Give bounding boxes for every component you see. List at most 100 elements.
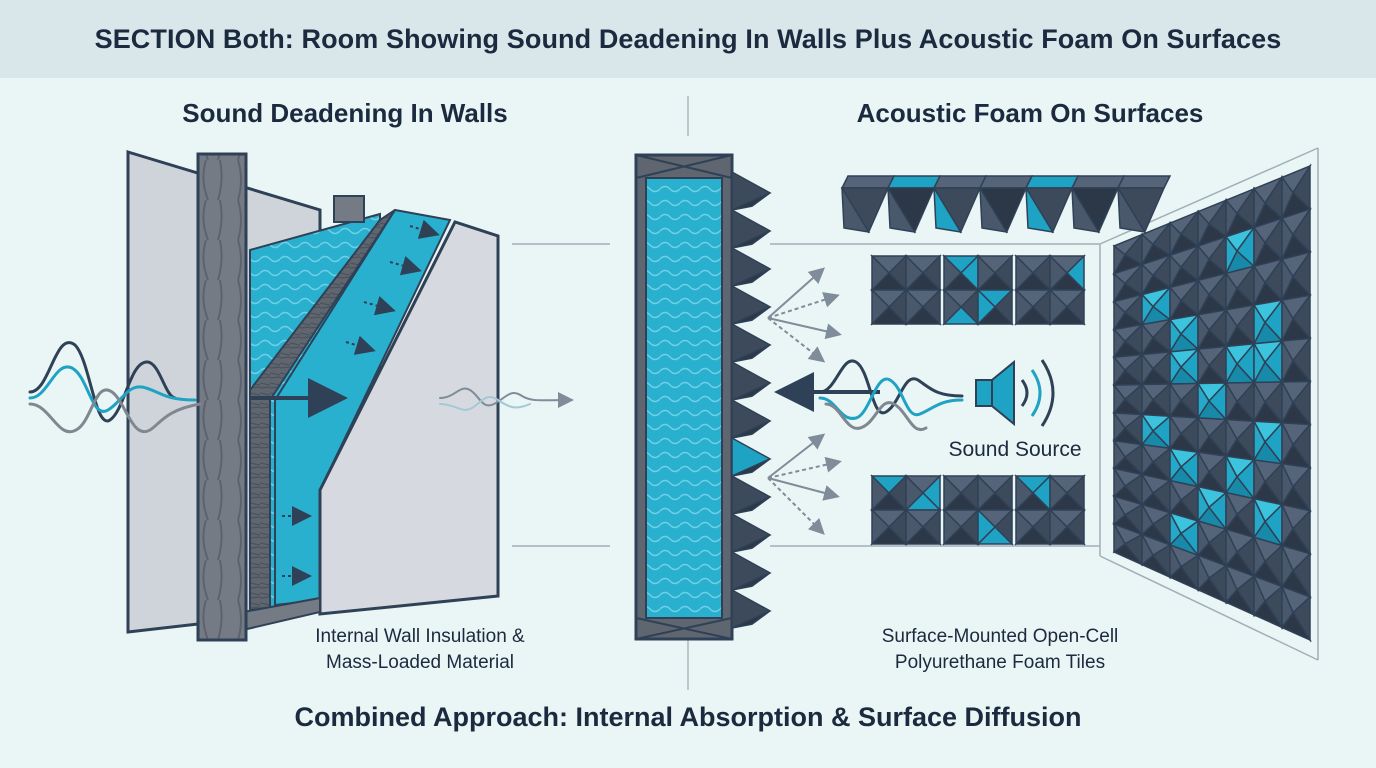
ceiling-wedge-side <box>887 187 917 234</box>
foam-facet <box>977 474 997 512</box>
side-facet <box>1141 534 1154 567</box>
side-facet <box>1169 349 1182 387</box>
side-facet <box>1253 537 1266 579</box>
wall-wedge-shadow <box>731 458 771 477</box>
side-facet <box>1141 322 1154 358</box>
side-facet <box>1225 492 1238 532</box>
foam-facet <box>905 288 925 326</box>
side-facet <box>1281 422 1294 467</box>
foam-facet <box>905 254 925 292</box>
ceiling-wedge-side <box>933 187 963 234</box>
side-facet <box>1281 215 1294 260</box>
side-facet <box>1141 501 1154 537</box>
side-facet <box>1113 244 1126 277</box>
side-facet <box>1253 379 1266 425</box>
side-facet <box>1281 256 1294 301</box>
side-facet <box>1113 299 1126 332</box>
sound-wave-icon <box>28 341 202 434</box>
foam-facet <box>1049 474 1069 512</box>
side-facet <box>1253 459 1266 502</box>
side-facet <box>1169 317 1182 355</box>
front-drywall <box>318 220 500 616</box>
back-wall-tiles-bottom <box>870 474 1086 546</box>
foam-facet <box>1015 508 1035 546</box>
side-facet <box>1225 343 1238 386</box>
side-facet <box>1141 412 1154 447</box>
side-facet <box>1281 338 1294 383</box>
side-facet <box>1113 355 1126 388</box>
sound-source-label: Sound Source <box>948 438 1082 461</box>
side-facet <box>1113 272 1126 305</box>
ceiling-wedge-side <box>841 187 871 234</box>
side-facet <box>1281 175 1294 219</box>
side-facet <box>1197 209 1210 247</box>
side-facet <box>1225 198 1238 238</box>
side-facet <box>1113 327 1126 360</box>
speaker-icon <box>975 359 1055 427</box>
absorption-arrows <box>282 219 440 586</box>
side-facet <box>1225 416 1238 459</box>
ceiling-wedge-side <box>1071 187 1101 234</box>
side-facet <box>1169 512 1182 547</box>
side-facet <box>1253 186 1266 228</box>
wall-wedge-shadow <box>731 268 771 287</box>
side-facet <box>1281 545 1294 589</box>
side-facet <box>1169 477 1182 515</box>
left-caption-line1: Internal Wall Insulation & <box>315 626 525 647</box>
wall-wedge-shadow <box>731 230 771 249</box>
foam-facet <box>871 288 891 326</box>
side-facet <box>1197 380 1210 421</box>
side-facet <box>1253 225 1266 267</box>
ceiling-top <box>1116 175 1172 189</box>
wall-wedge-shadow <box>731 610 771 629</box>
side-facet <box>1197 278 1210 316</box>
side-facet <box>1197 520 1210 558</box>
right-caption-line1: Surface-Mounted Open-Cell <box>881 626 1119 647</box>
side-facet <box>1281 381 1294 424</box>
outgoing-wave-icon <box>439 387 574 411</box>
ceiling-top <box>840 175 896 189</box>
side-facet <box>1197 415 1210 455</box>
foam-facet <box>943 288 963 326</box>
source-wave-icon <box>818 359 964 432</box>
wall-section <box>634 153 734 641</box>
page-title: SECTION Both: Room Showing Sound Deadeni… <box>94 23 1282 54</box>
ceiling-top <box>932 175 988 189</box>
side-facet <box>1225 307 1238 347</box>
side-facet <box>1113 382 1126 416</box>
top-stud <box>333 195 365 223</box>
side-facet <box>1141 441 1154 477</box>
wall-insulation <box>645 177 723 619</box>
side-facet <box>1141 471 1154 507</box>
side-facet <box>1225 234 1238 274</box>
wood-stud <box>196 152 248 642</box>
foam-facet <box>871 474 891 512</box>
side-facet <box>1197 244 1210 281</box>
ceiling-wedge-side <box>1025 187 1055 234</box>
side-facet <box>1169 285 1182 323</box>
wall-wedge-shadow <box>731 344 771 363</box>
foam-facet <box>977 254 997 292</box>
side-facet <box>1225 380 1238 423</box>
side-facet <box>1281 504 1294 549</box>
side-facet <box>1225 271 1238 311</box>
side-facet <box>1113 465 1126 499</box>
side-facet <box>1141 382 1154 417</box>
foam-facet <box>943 474 963 512</box>
side-facet <box>1225 528 1238 568</box>
ceiling-top <box>1070 175 1126 189</box>
foam-facet <box>943 508 963 546</box>
wall-foam-wedges <box>731 170 772 630</box>
side-facet <box>1197 346 1210 387</box>
side-facet <box>1169 381 1182 419</box>
foam-facet <box>977 288 997 326</box>
side-facet <box>1169 445 1182 483</box>
divider-top <box>687 96 689 136</box>
foam-facet <box>1049 254 1069 292</box>
title-bar: SECTION Both: Room Showing Sound Deadeni… <box>0 0 1376 78</box>
wall-wedge-shadow <box>731 306 771 325</box>
side-facet <box>1169 544 1182 579</box>
foam-facet <box>1015 474 1035 512</box>
wall-wedge-shadow <box>731 534 771 553</box>
foam-facet <box>977 508 997 546</box>
